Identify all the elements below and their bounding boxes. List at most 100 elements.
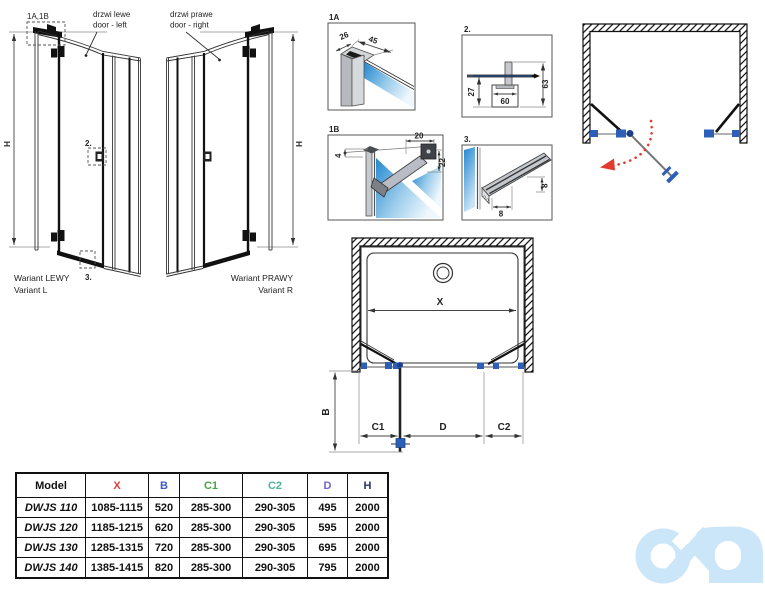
variant-right-elevation: H drzwi prawe door - right Wariant PRAWY… — [167, 10, 304, 295]
dim-20: 20 — [415, 132, 424, 141]
table-row: DWJS 110 1085-1115 520 285-300 290-305 4… — [15, 497, 389, 518]
b-cell: 820 — [148, 557, 180, 579]
shower-tray — [366, 252, 519, 364]
door-left-label-en: door - left — [93, 21, 128, 30]
variant-right-label-pl: Wariant PRAWY — [231, 273, 294, 283]
variant-left-label-pl: Wariant LEWY — [14, 273, 70, 283]
c2-cell: 290-305 — [242, 537, 308, 558]
d-cell: 695 — [307, 537, 348, 558]
marker-3-label: 3. — [85, 273, 92, 282]
door-handle — [666, 170, 679, 184]
dim-22: 22 — [438, 158, 447, 167]
dim-26: 26 — [338, 30, 350, 42]
glass-panel — [364, 62, 414, 108]
h-cell: 2000 — [347, 557, 389, 579]
swing-top-view — [582, 23, 748, 184]
table-row: DWJS 140 1385-1415 820 285-300 290-305 7… — [15, 557, 389, 579]
b-cell: 720 — [148, 537, 180, 558]
dim-label-h-left: H — [3, 141, 12, 147]
watermark-logo — [635, 526, 763, 584]
fixed-panel-left — [360, 343, 398, 365]
model-cell: DWJS 130 — [15, 537, 86, 558]
dim-45: 45 — [367, 34, 379, 46]
c2-cell: 290-305 — [242, 517, 308, 538]
detail-3: 3. 8 8 — [461, 135, 553, 221]
door-right-label-pl: drzwi prawe — [170, 10, 213, 19]
detail-2: 2. 63 27 60 — [461, 25, 553, 118]
c1-cell: 285-300 — [179, 537, 243, 558]
wall-bracket-post — [504, 61, 513, 86]
x-cell: 1285-1315 — [85, 537, 149, 558]
door-handle — [395, 438, 406, 448]
detail-2-label: 2. — [464, 25, 471, 34]
c2-cell: 290-305 — [242, 557, 308, 579]
h-cell: 2000 — [347, 517, 389, 538]
detail-1b-label: 1B — [329, 125, 339, 134]
glass-panel — [464, 147, 475, 212]
col-header-model: Model — [15, 472, 86, 498]
dim-4: 4 — [334, 153, 343, 158]
plan-view: X B C1 D C2 — [321, 237, 534, 453]
dim-8-height: 8 — [541, 183, 550, 188]
dim-label-b: B — [321, 408, 332, 415]
dimensions-table: Model X B C1 C2 D H DWJS 110 1085-1115 5… — [15, 472, 389, 579]
detail-3-label: 3. — [464, 135, 471, 144]
c1-cell: 285-300 — [179, 557, 243, 579]
x-cell: 1085-1115 — [85, 497, 149, 518]
x-cell: 1385-1415 — [85, 557, 149, 579]
dim-8-width: 8 — [499, 210, 504, 219]
detail-callout-1a1b — [26, 21, 66, 46]
model-cell: DWJS 120 — [15, 517, 86, 538]
door-left-label-pl: drzwi lewe — [93, 10, 131, 19]
dim-label-x: X — [437, 297, 444, 308]
detail-1b: 1B 20 4 22 — [327, 125, 447, 221]
dim-63: 63 — [541, 79, 550, 88]
d-cell: 495 — [307, 497, 348, 518]
x-cell: 1185-1215 — [85, 517, 149, 538]
dim-label-c1: C1 — [372, 422, 385, 433]
col-header-c1: C1 — [179, 472, 243, 498]
fixed-panel-right — [714, 103, 741, 133]
dim-60: 60 — [501, 97, 510, 106]
dim-label-c2: C2 — [498, 422, 511, 433]
door-hinge — [626, 130, 634, 137]
wall-profile — [365, 148, 373, 217]
open-door-panel — [631, 135, 673, 178]
b-cell: 620 — [148, 517, 180, 538]
drain — [432, 262, 454, 284]
b-cell: 520 — [148, 497, 180, 518]
table-row: DWJS 130 1285-1315 720 285-300 290-305 6… — [15, 537, 389, 558]
dim-label-h-right: H — [295, 141, 304, 147]
table-row: DWJS 120 1185-1215 620 285-300 290-305 5… — [15, 517, 389, 538]
c1-cell: 285-300 — [179, 497, 243, 518]
variant-left-elevation: 1A,1B H 2. 3. drzwi lewe door - left War… — [3, 10, 141, 295]
d-cell: 595 — [307, 517, 348, 538]
col-header-c2: C2 — [242, 472, 308, 498]
model-cell: DWJS 110 — [15, 497, 86, 518]
fixed-panel-right — [487, 343, 525, 365]
door-right-label-en: door - right — [170, 21, 209, 30]
col-header-h: H — [347, 472, 389, 498]
detail-callout-3 — [79, 250, 96, 269]
col-header-b: B — [148, 472, 180, 498]
leader-line-left — [86, 31, 98, 55]
swing-arc — [614, 119, 654, 167]
fixed-panel-left — [590, 103, 623, 133]
c1-cell: 285-300 — [179, 517, 243, 538]
c2-cell: 290-305 — [242, 497, 308, 518]
swing-arrow — [600, 158, 615, 171]
dim-27: 27 — [467, 87, 476, 96]
marker-2-label: 2. — [85, 139, 92, 148]
model-cell: DWJS 140 — [15, 557, 86, 579]
marker-1a1b-label: 1A,1B — [27, 12, 49, 21]
wall-section — [351, 237, 534, 373]
h-cell: 2000 — [347, 497, 389, 518]
detail-callout-2 — [87, 147, 107, 166]
glass-panel — [376, 158, 441, 218]
table-header-row: Model X B C1 C2 D H — [15, 472, 389, 498]
detail-1a: 1A 26 45 — [327, 13, 416, 111]
d-cell: 795 — [307, 557, 348, 579]
detail-1a-label: 1A — [329, 13, 339, 22]
variant-left-label-en: Variant L — [14, 285, 48, 295]
